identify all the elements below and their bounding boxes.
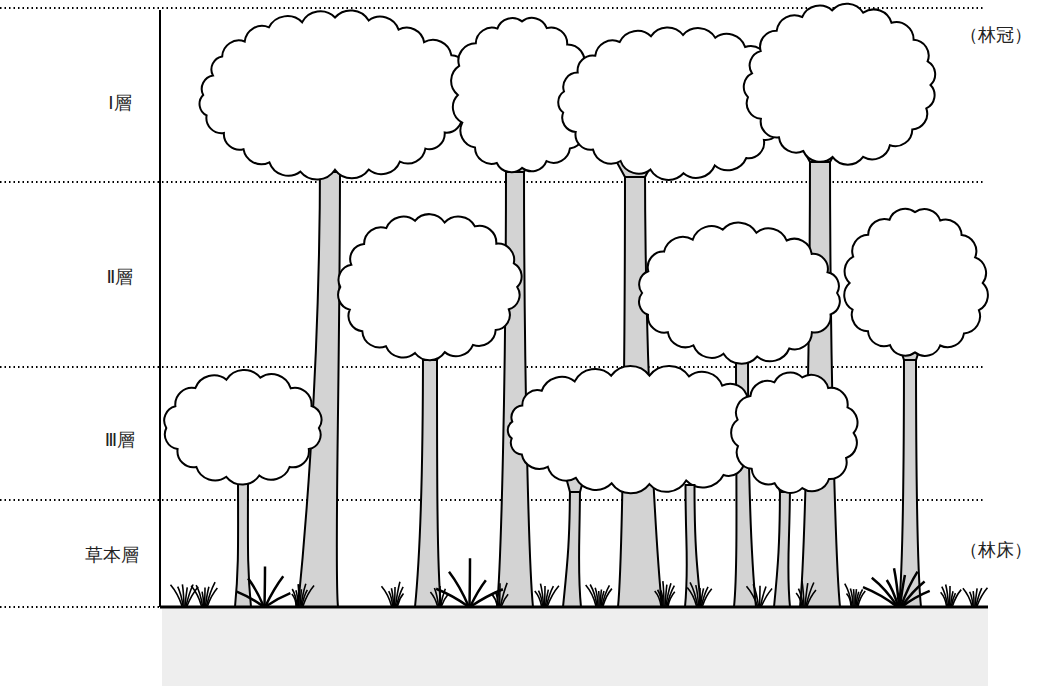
tree-crown bbox=[731, 373, 857, 493]
grass-blade bbox=[696, 585, 699, 606]
layer-label: Ⅱ層 bbox=[107, 266, 134, 288]
grass bbox=[171, 558, 988, 606]
tree-trunk bbox=[415, 348, 441, 607]
grass-blade bbox=[397, 587, 404, 606]
grass-blade bbox=[449, 572, 468, 606]
grass-blade bbox=[690, 582, 697, 606]
layer-boundary bbox=[0, 499, 985, 501]
position-label: （林冠） bbox=[960, 24, 1032, 46]
grass-blade bbox=[667, 586, 674, 606]
grass-blade bbox=[297, 584, 299, 606]
trees bbox=[164, 4, 988, 607]
grass-blade bbox=[391, 588, 393, 606]
grass-blade bbox=[946, 585, 949, 606]
grass-blade bbox=[970, 592, 973, 606]
grass-blade bbox=[296, 590, 298, 606]
tree-trunk bbox=[563, 480, 581, 607]
grass-blade bbox=[196, 585, 202, 606]
grass-blade bbox=[661, 591, 663, 606]
grass-blade bbox=[187, 587, 198, 606]
grass-blade bbox=[746, 586, 757, 606]
grass-blade bbox=[802, 581, 804, 606]
grass-blade bbox=[202, 592, 203, 606]
tree-trunk bbox=[685, 485, 701, 607]
layer-label: Ⅰ層 bbox=[108, 92, 131, 114]
grass-blade bbox=[442, 594, 449, 606]
axis-line bbox=[159, 10, 161, 607]
tree-crown bbox=[744, 4, 935, 165]
layer-label: Ⅲ層 bbox=[105, 429, 135, 451]
grass-blade bbox=[303, 585, 314, 606]
tree-crown bbox=[338, 214, 521, 360]
tree-layer bbox=[338, 209, 988, 607]
grass-blade bbox=[850, 588, 853, 606]
tree-trunk bbox=[899, 348, 921, 607]
grass-blade bbox=[292, 589, 297, 606]
grass-blade bbox=[182, 584, 184, 606]
grass-blade bbox=[595, 588, 598, 606]
grass-blade bbox=[502, 594, 509, 606]
grass-blade bbox=[267, 593, 291, 606]
tree-trunk bbox=[298, 160, 340, 607]
grass-blade bbox=[540, 584, 543, 606]
tree-crown bbox=[639, 223, 840, 364]
grass-blade bbox=[858, 591, 865, 606]
tree-trunk bbox=[235, 472, 251, 607]
tree-layer bbox=[200, 4, 936, 607]
grass-blade bbox=[807, 590, 816, 606]
grass-blade bbox=[872, 578, 897, 606]
grass-blade bbox=[603, 589, 612, 606]
tree-trunk bbox=[497, 160, 533, 607]
tree-trunk bbox=[774, 480, 790, 607]
grass-blade bbox=[903, 591, 930, 606]
grass-blade bbox=[762, 588, 773, 606]
grass-blade bbox=[248, 578, 263, 606]
grass-blade bbox=[535, 591, 542, 606]
grass-blade bbox=[668, 592, 675, 606]
grass-blade bbox=[703, 589, 712, 606]
grass-blade bbox=[658, 590, 662, 606]
layer-boundary bbox=[0, 181, 985, 183]
grass-blade bbox=[798, 589, 803, 606]
layer-label: 草本層 bbox=[85, 544, 139, 566]
grass-blade bbox=[472, 589, 503, 606]
grass-blade bbox=[501, 583, 508, 606]
grass-blade bbox=[495, 591, 498, 606]
grass-blade bbox=[602, 585, 609, 606]
layer-boundary bbox=[0, 366, 985, 368]
soil bbox=[162, 609, 988, 686]
grass-blade bbox=[894, 568, 899, 606]
grass-blade bbox=[468, 558, 471, 606]
ground-line bbox=[160, 606, 988, 609]
grass-blade bbox=[398, 594, 404, 606]
grass-blade bbox=[171, 585, 182, 606]
tree-crown bbox=[200, 10, 471, 179]
tree-crown bbox=[844, 209, 988, 356]
grass-blade bbox=[548, 586, 559, 606]
grass-blade bbox=[753, 584, 758, 606]
grass-blade bbox=[178, 587, 183, 606]
tree-layer bbox=[164, 366, 857, 607]
grass-blade bbox=[381, 586, 391, 606]
grass-blade bbox=[963, 588, 972, 606]
grass-blade bbox=[663, 581, 664, 606]
grass-blade bbox=[263, 566, 266, 606]
grass-blade bbox=[977, 588, 987, 606]
grass-blade bbox=[845, 584, 852, 606]
position-label: （林床） bbox=[960, 539, 1032, 561]
grass-blade bbox=[953, 590, 962, 606]
tree-crown bbox=[164, 370, 321, 485]
grass-blade bbox=[208, 588, 218, 606]
grass-blade bbox=[191, 586, 201, 606]
grass-blade bbox=[590, 585, 597, 606]
grass-blade bbox=[586, 585, 596, 606]
